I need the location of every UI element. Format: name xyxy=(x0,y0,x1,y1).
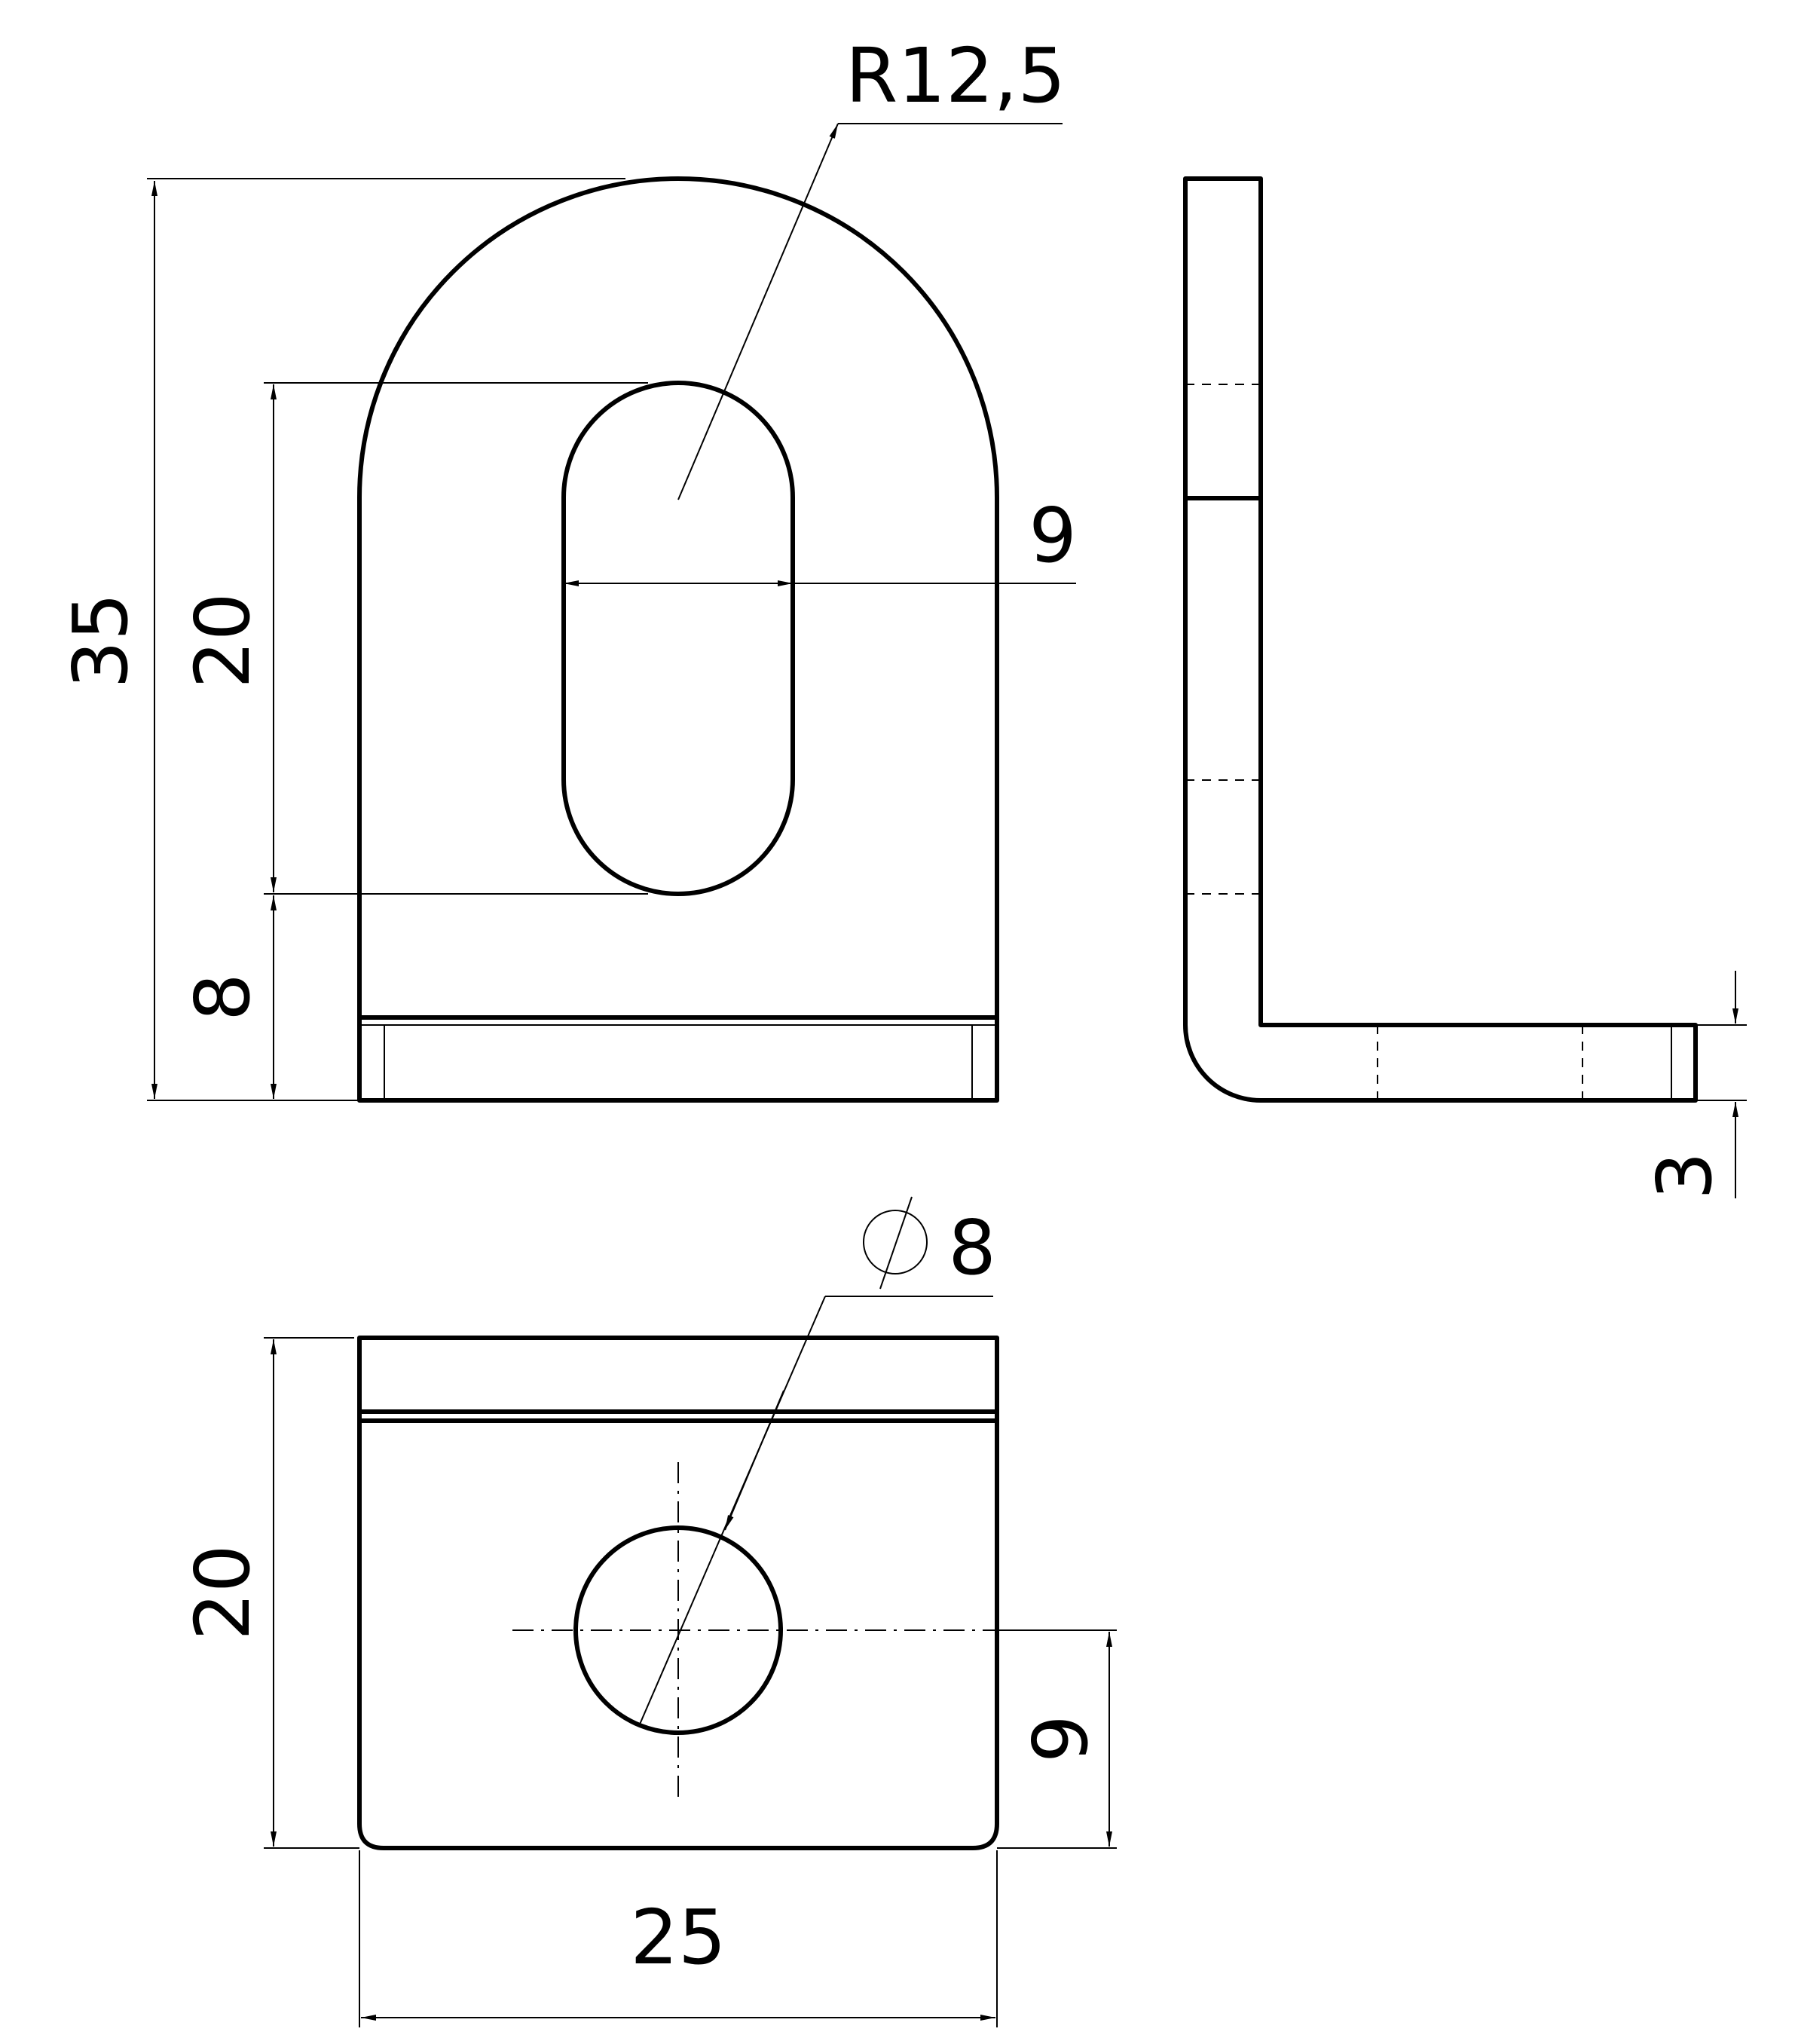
dim-slot-width: 9 xyxy=(1029,491,1077,580)
dim-thickness: 3 xyxy=(1641,1152,1729,1200)
side-view xyxy=(1183,176,1698,1103)
dim-hole-diameter: 8 xyxy=(948,1204,996,1292)
bottom-hole xyxy=(573,1525,783,1735)
dim-bottom-height: 20 xyxy=(179,1544,267,1640)
dim-width: 25 xyxy=(630,1893,726,1981)
dim-slot-length: 20 xyxy=(179,592,267,688)
leader-diameter-arrow xyxy=(724,1390,784,1531)
side-outline xyxy=(1183,176,1698,1103)
dim-bottom-offset: 8 xyxy=(179,973,267,1021)
bottom-outline xyxy=(357,1336,999,1850)
bottom-view xyxy=(357,1336,1002,1850)
dim-total-height: 35 xyxy=(57,592,145,688)
leader-radius xyxy=(677,123,839,500)
dim-radius: R12,5 xyxy=(846,32,1066,120)
front-outline xyxy=(357,176,999,1103)
dim-hole-offset: 9 xyxy=(1017,1715,1105,1763)
front-view xyxy=(357,176,999,1103)
front-dimensions: 35 20 8 9 R12,5 xyxy=(57,32,1077,1101)
bottom-dimensions: 20 9 25 8 xyxy=(179,1196,1117,2027)
diameter-icon xyxy=(863,1196,928,1290)
side-dimensions: 3 xyxy=(1641,971,1747,1200)
front-slot xyxy=(561,381,795,896)
